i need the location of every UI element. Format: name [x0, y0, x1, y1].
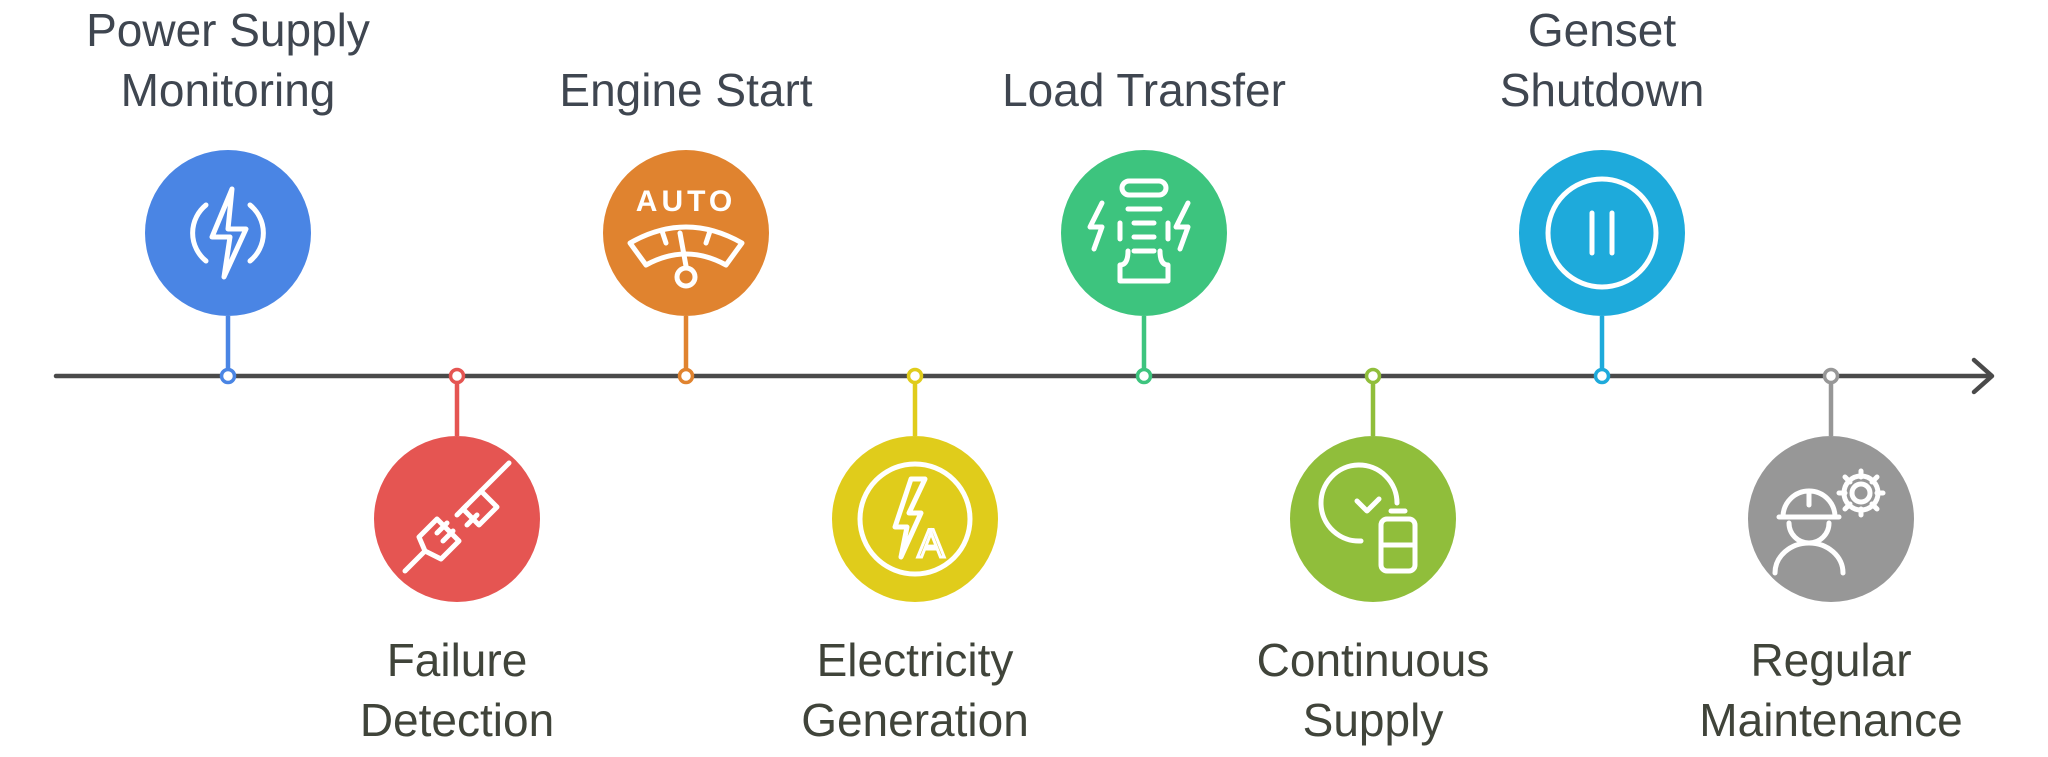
generator-lightning-icon: A	[857, 461, 973, 577]
step-marker	[906, 367, 924, 385]
step-badge	[1061, 150, 1227, 316]
step-marker	[448, 367, 466, 385]
label-electricity-generation: Electricity Generation	[735, 630, 1095, 750]
label-line: Supply	[1302, 694, 1444, 746]
step-power-supply-monitoring	[145, 150, 311, 385]
label-line: Regular	[1750, 634, 1912, 686]
step-marker	[1135, 367, 1153, 385]
timeline-arrowhead	[1971, 357, 1995, 395]
auto-gauge-icon: AUTO	[627, 185, 745, 289]
step-genset-shutdown	[1519, 150, 1685, 385]
step-load-transfer	[1061, 150, 1227, 385]
step-regular-maintenance	[1748, 367, 1914, 602]
auto-label: AUTO	[636, 185, 736, 218]
step-engine-start: AUTO	[603, 150, 769, 385]
label-line: Failure	[386, 634, 528, 686]
label-genset-shutdown: Genset Shutdown	[1422, 0, 1782, 120]
label-engine-start: Engine Start	[506, 60, 866, 120]
step-badge	[1519, 150, 1685, 316]
label-line: Shutdown	[1499, 64, 1705, 116]
power-cycle-lightning-icon	[190, 186, 266, 280]
step-badge	[603, 150, 769, 316]
step-marker	[677, 367, 695, 385]
label-line: Genset	[1527, 4, 1677, 56]
step-continuous-supply	[1290, 367, 1456, 602]
clock-battery-icon	[1318, 462, 1418, 574]
step-badge	[832, 436, 998, 602]
label-continuous-supply: Continuous Supply	[1193, 630, 1553, 750]
label-line: Load Transfer	[1002, 64, 1286, 116]
label-failure-detection: Failure Detection	[277, 630, 637, 750]
transfer-switch-icon	[1087, 178, 1191, 284]
step-marker	[1593, 367, 1611, 385]
label-line: Continuous	[1256, 634, 1490, 686]
maintenance-worker-gear-icon	[1772, 468, 1886, 576]
label-line: Detection	[359, 694, 555, 746]
step-failure-detection	[374, 367, 540, 602]
step-badge	[145, 150, 311, 316]
step-badge	[1290, 436, 1456, 602]
label-line: Monitoring	[120, 64, 336, 116]
label-regular-maintenance: Regular Maintenance	[1651, 630, 2011, 750]
step-electricity-generation: A	[832, 367, 998, 602]
ampere-label: A	[918, 522, 945, 566]
step-badge	[374, 436, 540, 602]
pause-icon	[1545, 176, 1659, 290]
label-load-transfer: Load Transfer	[964, 60, 1324, 120]
step-marker	[1822, 367, 1840, 385]
step-marker	[219, 367, 237, 385]
label-line: Maintenance	[1699, 694, 1963, 746]
label-line: Generation	[801, 694, 1029, 746]
unplugged-plug-icon	[402, 460, 512, 574]
label-line: Power Supply	[86, 4, 370, 56]
label-power-supply-monitoring: Power Supply Monitoring	[48, 0, 408, 120]
label-line: Electricity	[816, 634, 1014, 686]
label-line: Engine Start	[559, 64, 813, 116]
step-marker	[1364, 367, 1382, 385]
